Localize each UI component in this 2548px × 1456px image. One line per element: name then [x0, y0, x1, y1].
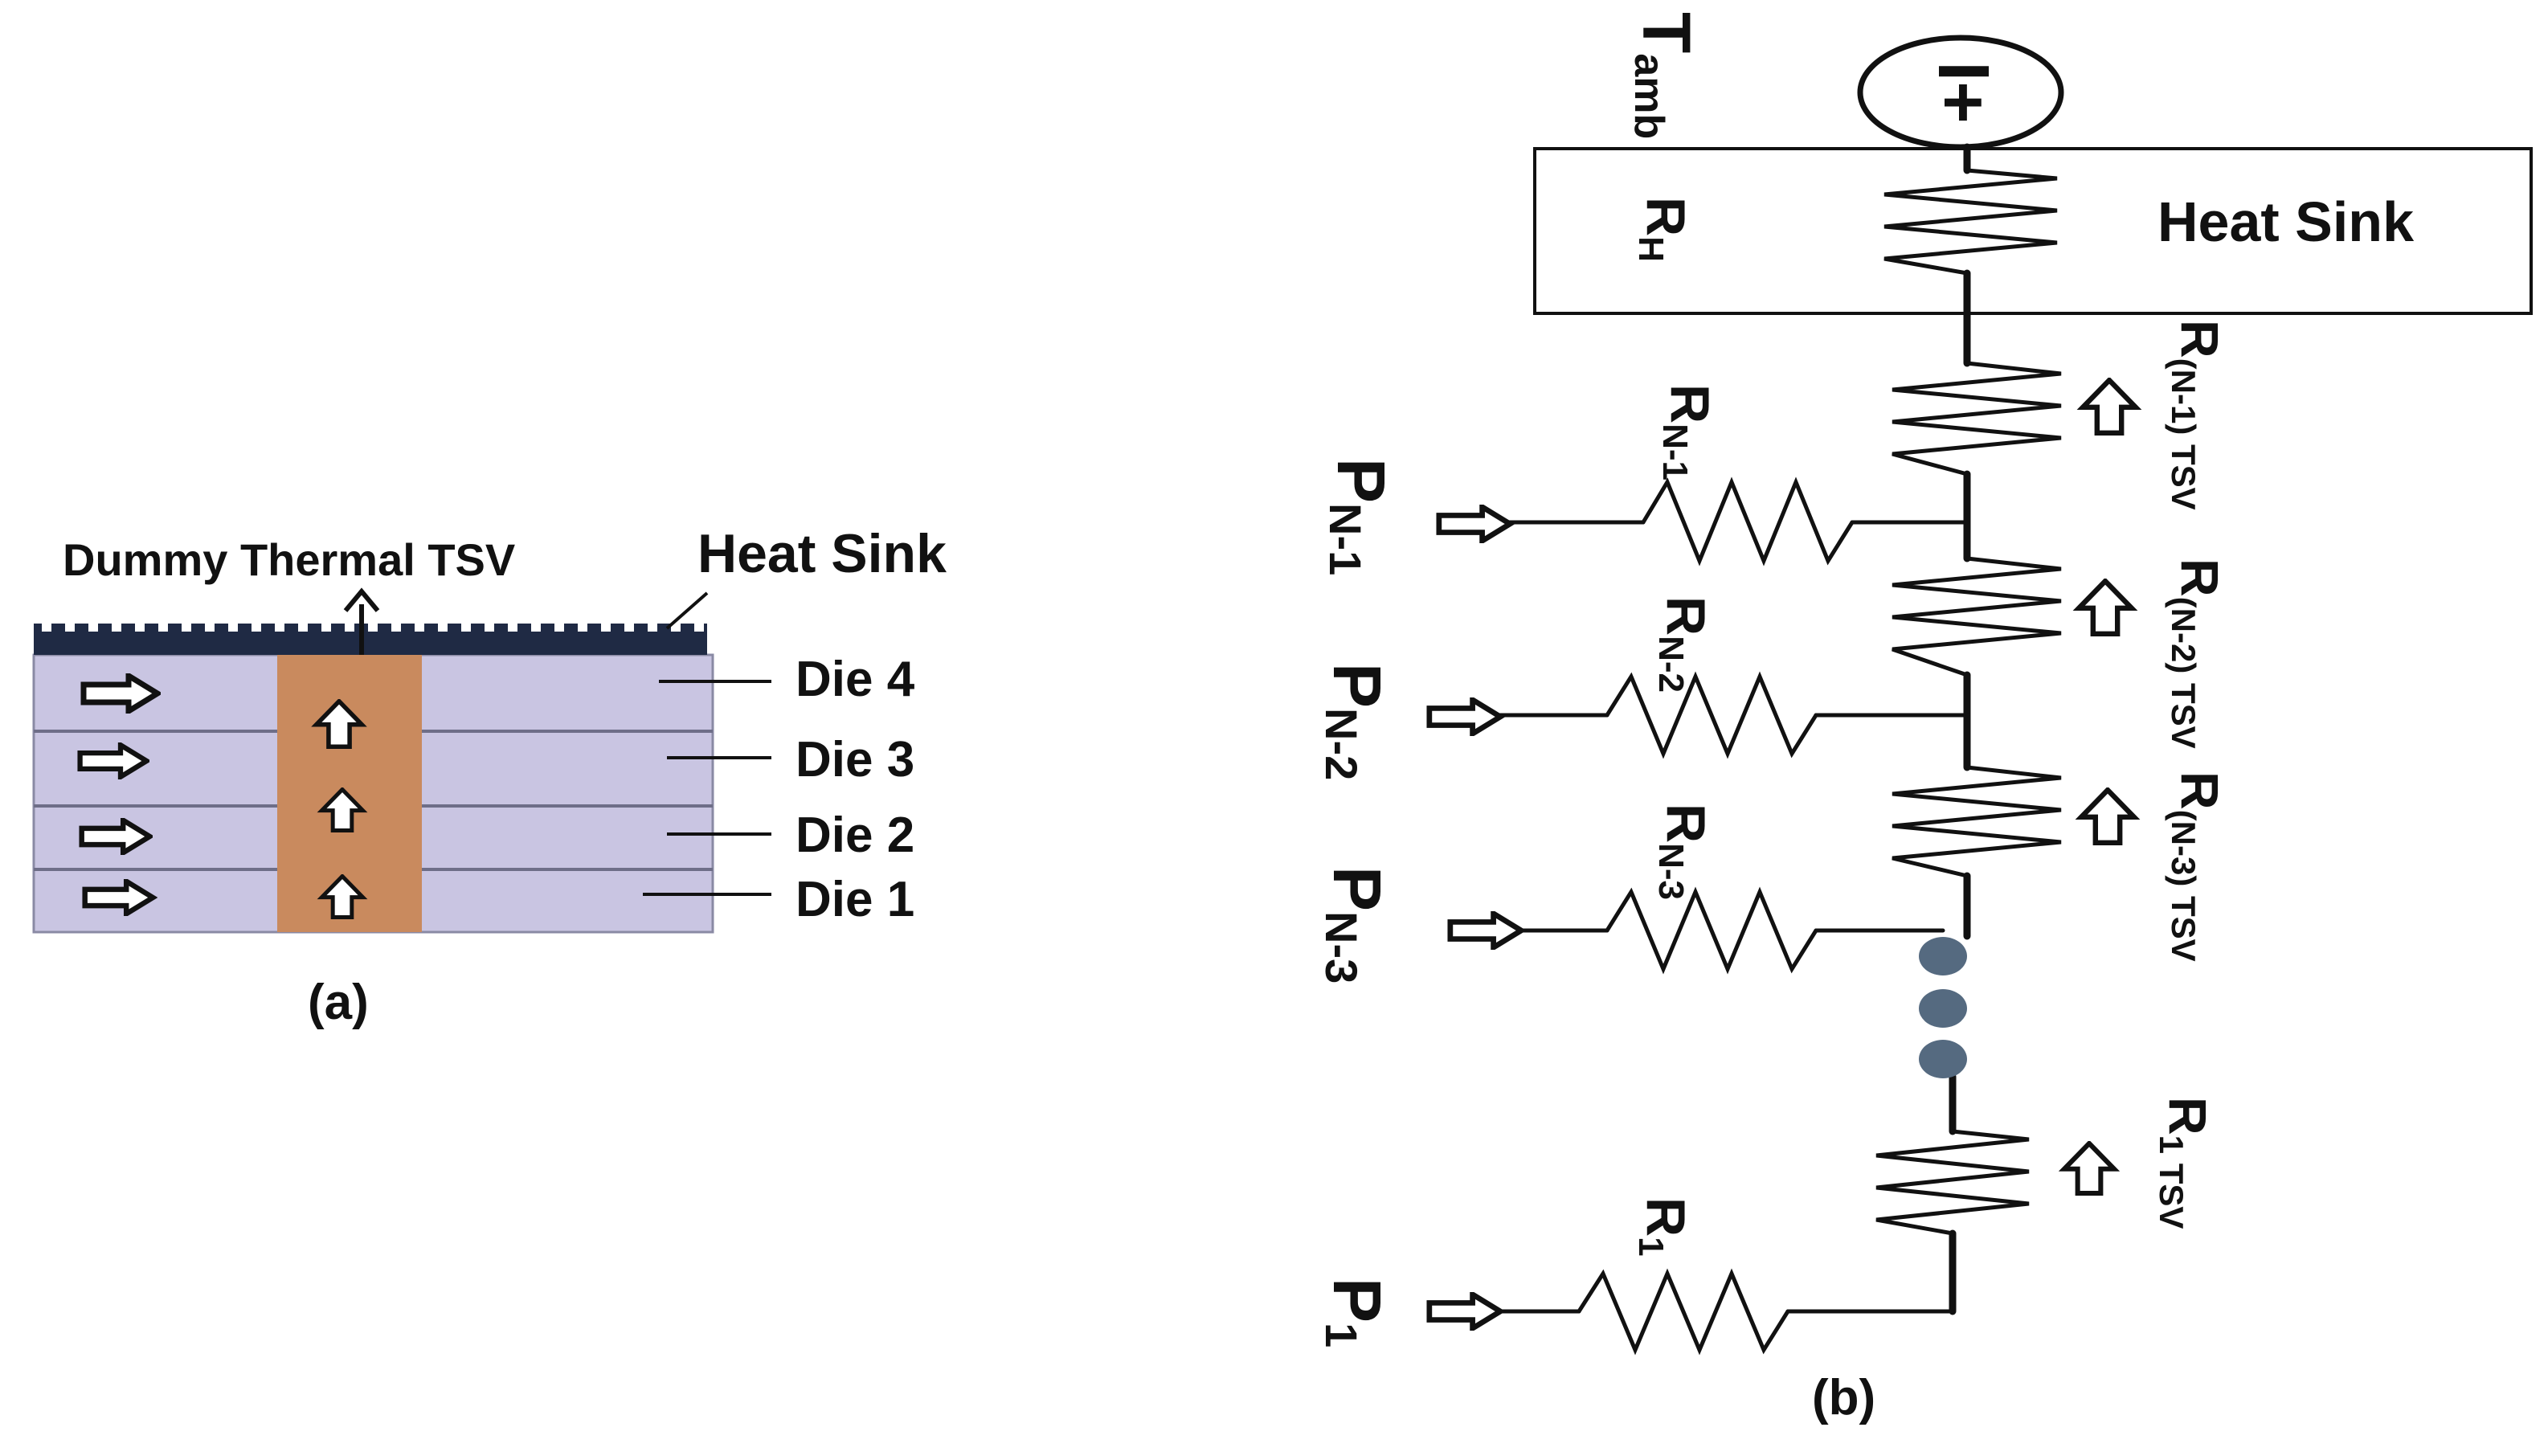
heat-sink-fin [554, 624, 564, 632]
right-arrow-icon [1429, 700, 1500, 734]
heat-sink-fin [601, 624, 611, 632]
caption-a: (a) [308, 975, 369, 1030]
heat-sink-fin [438, 624, 448, 632]
heat-sink-fin [158, 624, 168, 632]
r-tsv-label: R(N-1) TSV [2165, 320, 2230, 510]
p-label: PN-2 [1316, 663, 1395, 780]
t-amb-label: Tamb [1626, 12, 1704, 139]
resistor-tsv-n-3 [1892, 765, 2062, 878]
resistor-1 [1577, 1268, 1790, 1356]
caption-b: (b) [1812, 1370, 1875, 1425]
heat-sink-fin [624, 624, 634, 632]
tsv-label: Dummy Thermal TSV [63, 534, 515, 585]
r-tsv-label: R1 TSV [2153, 1097, 2218, 1229]
heat-sink-fin [252, 624, 261, 632]
heat-sink-fin [648, 624, 657, 632]
up-arrow-icon [2083, 380, 2136, 433]
resistor-rh [1883, 168, 2058, 276]
p-label: PN-1 [1320, 458, 1399, 575]
heat-sink-fin [88, 624, 98, 632]
heat-sink-fin [42, 624, 51, 632]
resistor-tsv-n-1 [1892, 361, 2062, 476]
panel-b: I+ [1316, 12, 2533, 1425]
resistor-n-1 [1641, 476, 1855, 566]
r-tsv-label: R(N-3) TSV [2165, 771, 2230, 962]
heat-sink-fin [415, 624, 424, 632]
heat-sink-fin [578, 624, 587, 632]
heat-sink-fin [368, 624, 378, 632]
heat-sink-fin [508, 624, 517, 632]
ellipsis-dots [1919, 937, 1967, 1078]
r-label: R1 [1631, 1197, 1696, 1257]
heat-sink-fins [42, 624, 704, 632]
heat-sink-fin [182, 624, 191, 632]
heat-sink-fin [135, 624, 145, 632]
right-arrow-icon [1450, 914, 1521, 947]
heat-sink-fin [298, 624, 308, 632]
resistor-n-2 [1605, 671, 1818, 759]
r-label: RN-1 [1655, 384, 1720, 481]
tsv-arrow-head [343, 587, 380, 612]
heat-sink-fin [461, 624, 471, 632]
ambient-source-symbol: I+ [1923, 61, 2003, 124]
heat-sink-fin [391, 624, 401, 632]
heat-sink-fin [228, 624, 238, 632]
die-1-label: Die 1 [795, 872, 914, 927]
heat-sink-fin [671, 624, 681, 632]
right-arrow-icon [1429, 1294, 1500, 1328]
resistor-tsv-1 [1875, 1129, 2030, 1236]
heat-sink-label-a: Heat Sink [697, 523, 947, 584]
heat-sink-fin [112, 624, 121, 632]
resistor-n-3 [1605, 886, 1818, 975]
up-arrow-icon [2064, 1143, 2114, 1193]
panel-a: Dummy Thermal TSV Heat Sink Die 4 Die 3 … [32, 523, 947, 1030]
resistor-tsv-n-2 [1892, 556, 2062, 677]
r-tsv-label: R(N-2) TSV [2165, 558, 2230, 749]
heat-sink-fin [321, 624, 331, 632]
r-label: RN-3 [1651, 804, 1716, 900]
up-arrow-icon [2081, 790, 2134, 843]
heat-sink-fin [205, 624, 215, 632]
right-arrow-icon [1439, 507, 1510, 541]
die-4-label: Die 4 [795, 652, 915, 707]
main-bus [1949, 143, 1971, 1315]
r-label: RN-2 [1651, 596, 1716, 693]
heat-sink-fin [345, 624, 354, 632]
heat-sink-fin [531, 624, 541, 632]
heat-sink-fin [65, 624, 75, 632]
p-label: PN-3 [1316, 866, 1395, 984]
ambient-source [1857, 35, 2064, 150]
die-2-label: Die 2 [795, 808, 914, 863]
r-h-label: RH [1631, 197, 1696, 262]
heat-sink-leader [665, 591, 709, 630]
heat-sink-fin [694, 624, 704, 632]
heat-sink-fin [275, 624, 284, 632]
p-label: P1 [1316, 1278, 1395, 1348]
up-arrow-icon [2079, 581, 2132, 634]
heat-sink-fin [485, 624, 494, 632]
heat-sink-label-b: Heat Sink [2157, 190, 2414, 253]
die-3-label: Die 3 [795, 732, 914, 787]
